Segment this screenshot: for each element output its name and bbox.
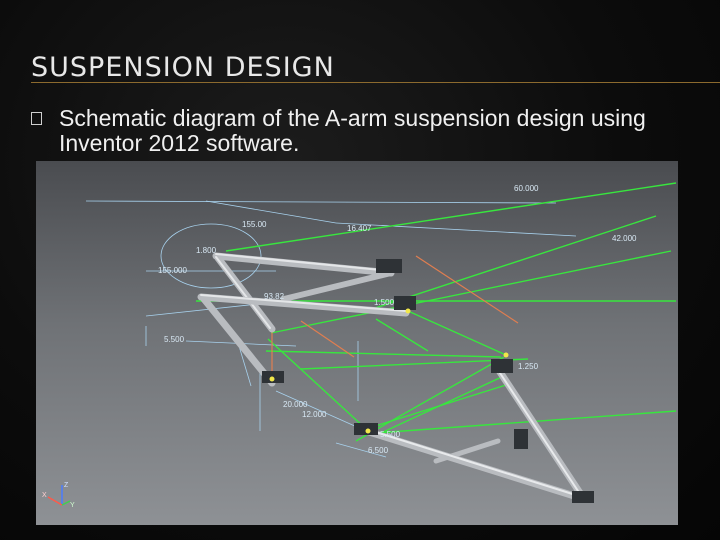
- dimension-labels: 60.000 155.00 16.407 42.000 1.800 155.00…: [158, 184, 637, 455]
- svg-text:155.000: 155.000: [158, 266, 187, 275]
- guide-lines: [271, 255, 519, 381]
- svg-text:60.000: 60.000: [514, 184, 539, 193]
- svg-text:5.500: 5.500: [380, 430, 401, 439]
- middle-a-arm: [197, 293, 410, 387]
- svg-text:5.500: 5.500: [164, 335, 185, 344]
- svg-text:1.500: 1.500: [374, 298, 395, 307]
- missing-glyph-box-icon: [31, 112, 42, 125]
- bullet-text: Schematic diagram of the A-arm suspensio…: [59, 105, 646, 156]
- svg-text:Y: Y: [70, 502, 75, 509]
- slide-title: SUSPENSION DESIGN: [31, 52, 335, 83]
- suspension-cad-drawing: 60.000 155.00 16.407 42.000 1.800 155.00…: [42, 182, 677, 509]
- svg-text:42.000: 42.000: [612, 234, 637, 243]
- joint-markers: [269, 308, 509, 434]
- sketch-lines: [196, 182, 677, 442]
- svg-text:1.800: 1.800: [196, 246, 217, 255]
- dimension-lines: [85, 200, 577, 458]
- title-divider: [31, 82, 720, 83]
- svg-text:6.500: 6.500: [368, 446, 389, 455]
- svg-text:X: X: [42, 492, 47, 499]
- svg-text:Z: Z: [64, 482, 69, 489]
- svg-text:12.000: 12.000: [302, 410, 327, 419]
- svg-text:16.407: 16.407: [347, 224, 372, 233]
- mounting-brackets: [262, 259, 594, 503]
- axis-triad-icon: Z X Y: [42, 482, 75, 509]
- svg-text:1.250: 1.250: [518, 362, 539, 371]
- suspension-cad-image: 60.000 155.00 16.407 42.000 1.800 155.00…: [36, 161, 678, 525]
- svg-text:155.00: 155.00: [242, 220, 267, 229]
- svg-text:20.000: 20.000: [283, 400, 308, 409]
- svg-text:93.82: 93.82: [264, 292, 285, 301]
